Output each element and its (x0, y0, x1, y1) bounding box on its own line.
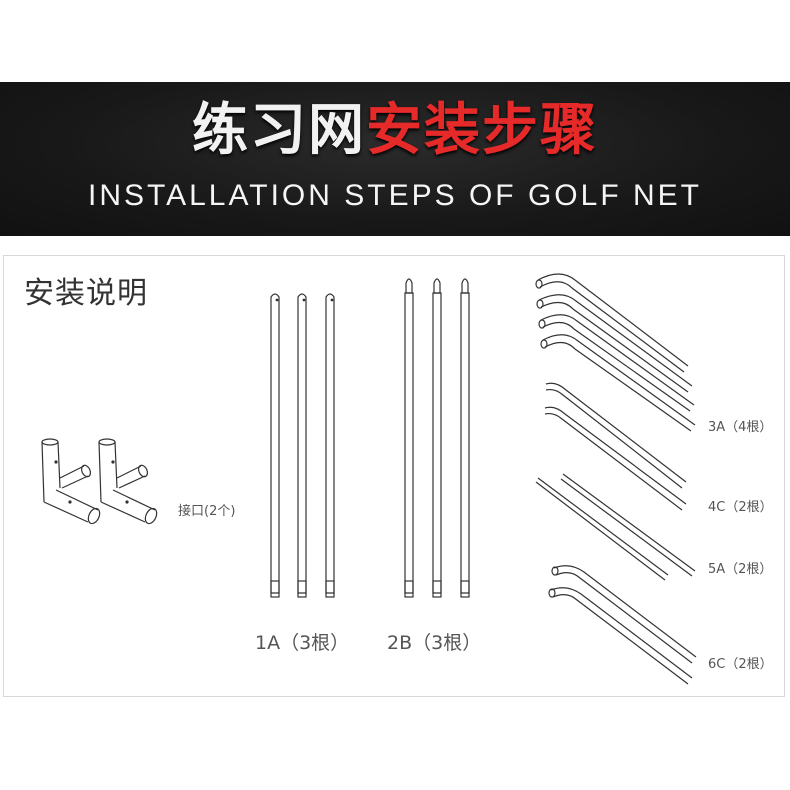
part-label-4c: 4C（2根） (708, 500, 773, 515)
banner-title-white: 练习网 (192, 98, 366, 163)
pole-4c-icon (544, 382, 687, 511)
part-label-1a: 1A（3根） (255, 632, 350, 654)
pole-6c-icon (548, 565, 697, 685)
part-label-5a: 5A（2根） (708, 562, 773, 577)
pole-2b-icon (404, 278, 470, 598)
part-label-connector: 接口(2个) (178, 504, 236, 519)
pole-5a-icon (535, 473, 696, 581)
banner-subtitle: INSTALLATION STEPS OF GOLF NET (88, 179, 702, 212)
part-label-2b: 2B（3根） (387, 632, 482, 654)
title-banner: 练习网安装步骤 INSTALLATION STEPS OF GOLF NET (0, 82, 790, 236)
pole-1a-icon (270, 293, 335, 598)
part-label-6c: 6C（2根） (708, 657, 773, 672)
banner-title: 练习网安装步骤 (0, 96, 790, 166)
pole-3a-icon (535, 273, 696, 432)
panel-title: 安装说明 (24, 276, 148, 311)
connector-icon (41, 438, 158, 525)
instructions-panel: 安装说明 (3, 255, 785, 697)
banner-title-red: 安装步骤 (366, 98, 598, 163)
part-label-3a: 3A（4根） (708, 420, 773, 435)
